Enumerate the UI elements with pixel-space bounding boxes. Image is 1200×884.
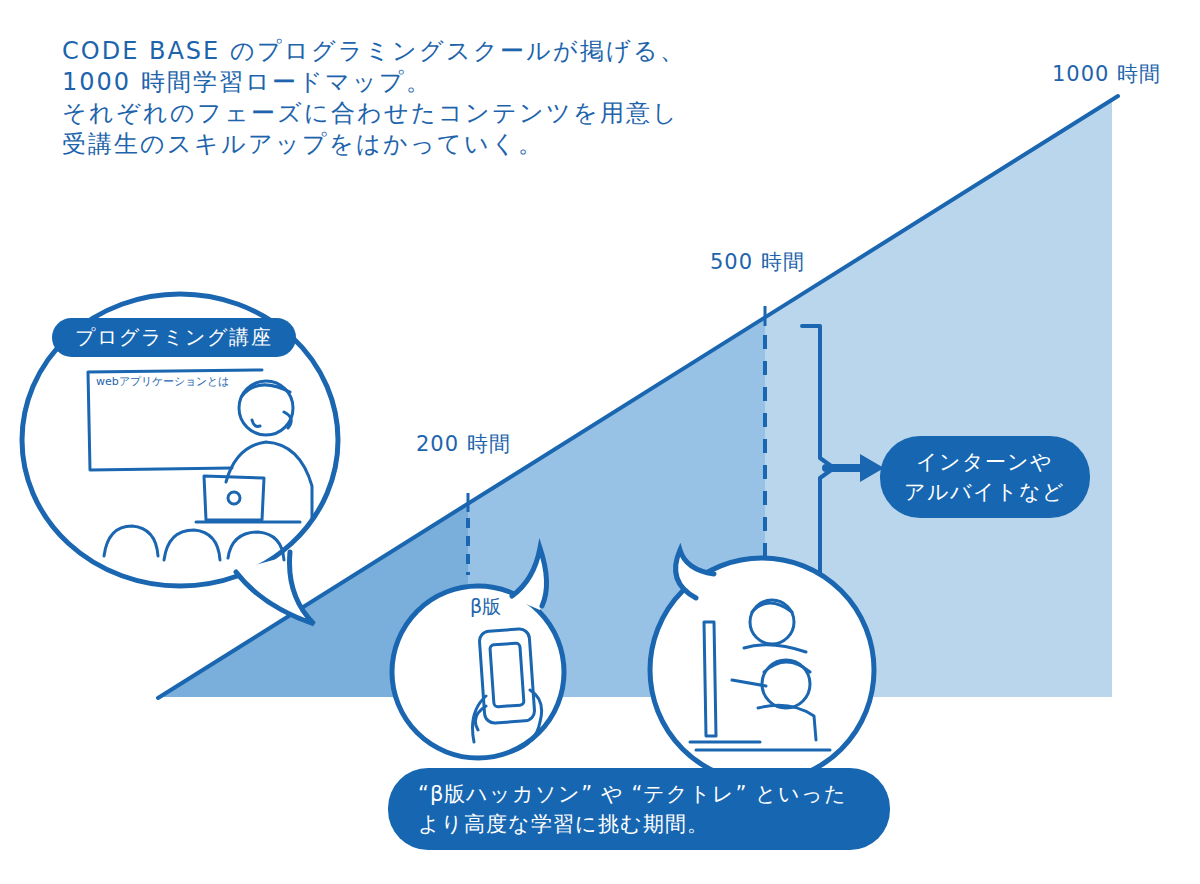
beta-label: β版 [470, 594, 501, 620]
audience-head [164, 530, 220, 560]
teacher-head [239, 381, 293, 435]
phone [479, 628, 535, 723]
training-bubble [650, 550, 874, 782]
teacher-body [226, 442, 312, 520]
pill-text: プログラミング講座 [74, 323, 274, 352]
phone-screen [490, 643, 524, 707]
mentoring-drawing [690, 600, 830, 750]
hand [473, 690, 542, 752]
laptop [204, 476, 264, 520]
beta-bubble [392, 548, 564, 758]
audience-head [228, 532, 284, 560]
student-head [762, 660, 810, 708]
dashed-divider [466, 518, 470, 575]
desk [690, 742, 830, 750]
lecture-drawing [88, 370, 312, 560]
screen-text: webアプリケーションとは [96, 374, 229, 389]
arrow-shaft [826, 464, 864, 472]
teacher-hair [242, 385, 291, 428]
phone-drawing [473, 628, 542, 752]
bubble-tail [512, 548, 547, 606]
hours-label: 500 時間 [710, 248, 805, 276]
lecture-bubble [22, 294, 338, 624]
label-pill: “β版ハッカソン” や “テクトレ” といった より高度な学習に挑む期間。 [388, 768, 890, 850]
mentor-head [750, 600, 794, 644]
mentor-hair [752, 603, 792, 612]
student-arm [732, 680, 816, 740]
bubble-tail [676, 550, 714, 598]
speech-bubble [22, 294, 338, 586]
heading: CODE BASE のプログラミングスクールが掲げる、 1000 時間学習ロード… [62, 36, 702, 160]
teacher-face [252, 420, 260, 426]
mentor-shoulder [744, 645, 806, 652]
hours-label: 200 時間 [416, 430, 511, 458]
screen [88, 370, 262, 470]
speech-bubble [392, 586, 564, 758]
tick [467, 493, 470, 512]
desk [196, 521, 300, 524]
pill-text: インターンや アルバイトなど [898, 447, 1070, 507]
laptop-logo [228, 492, 240, 504]
audience-head [104, 526, 158, 556]
bracket [802, 326, 884, 590]
tick [764, 306, 767, 326]
hours-label: 1000 時間 [1052, 60, 1161, 88]
bracket [802, 326, 834, 590]
bubble-tail [236, 552, 314, 624]
monitor [704, 622, 716, 736]
pill-text: “β版ハッカソン” や “テクトレ” といった より高度な学習に挑む期間。 [418, 779, 858, 839]
bubble-tail [512, 548, 546, 610]
label-pill: インターンや アルバイトなど [880, 436, 1090, 518]
dashed-divider [763, 335, 767, 580]
student-hair [764, 662, 810, 672]
label-pill: プログラミング講座 [52, 318, 296, 357]
